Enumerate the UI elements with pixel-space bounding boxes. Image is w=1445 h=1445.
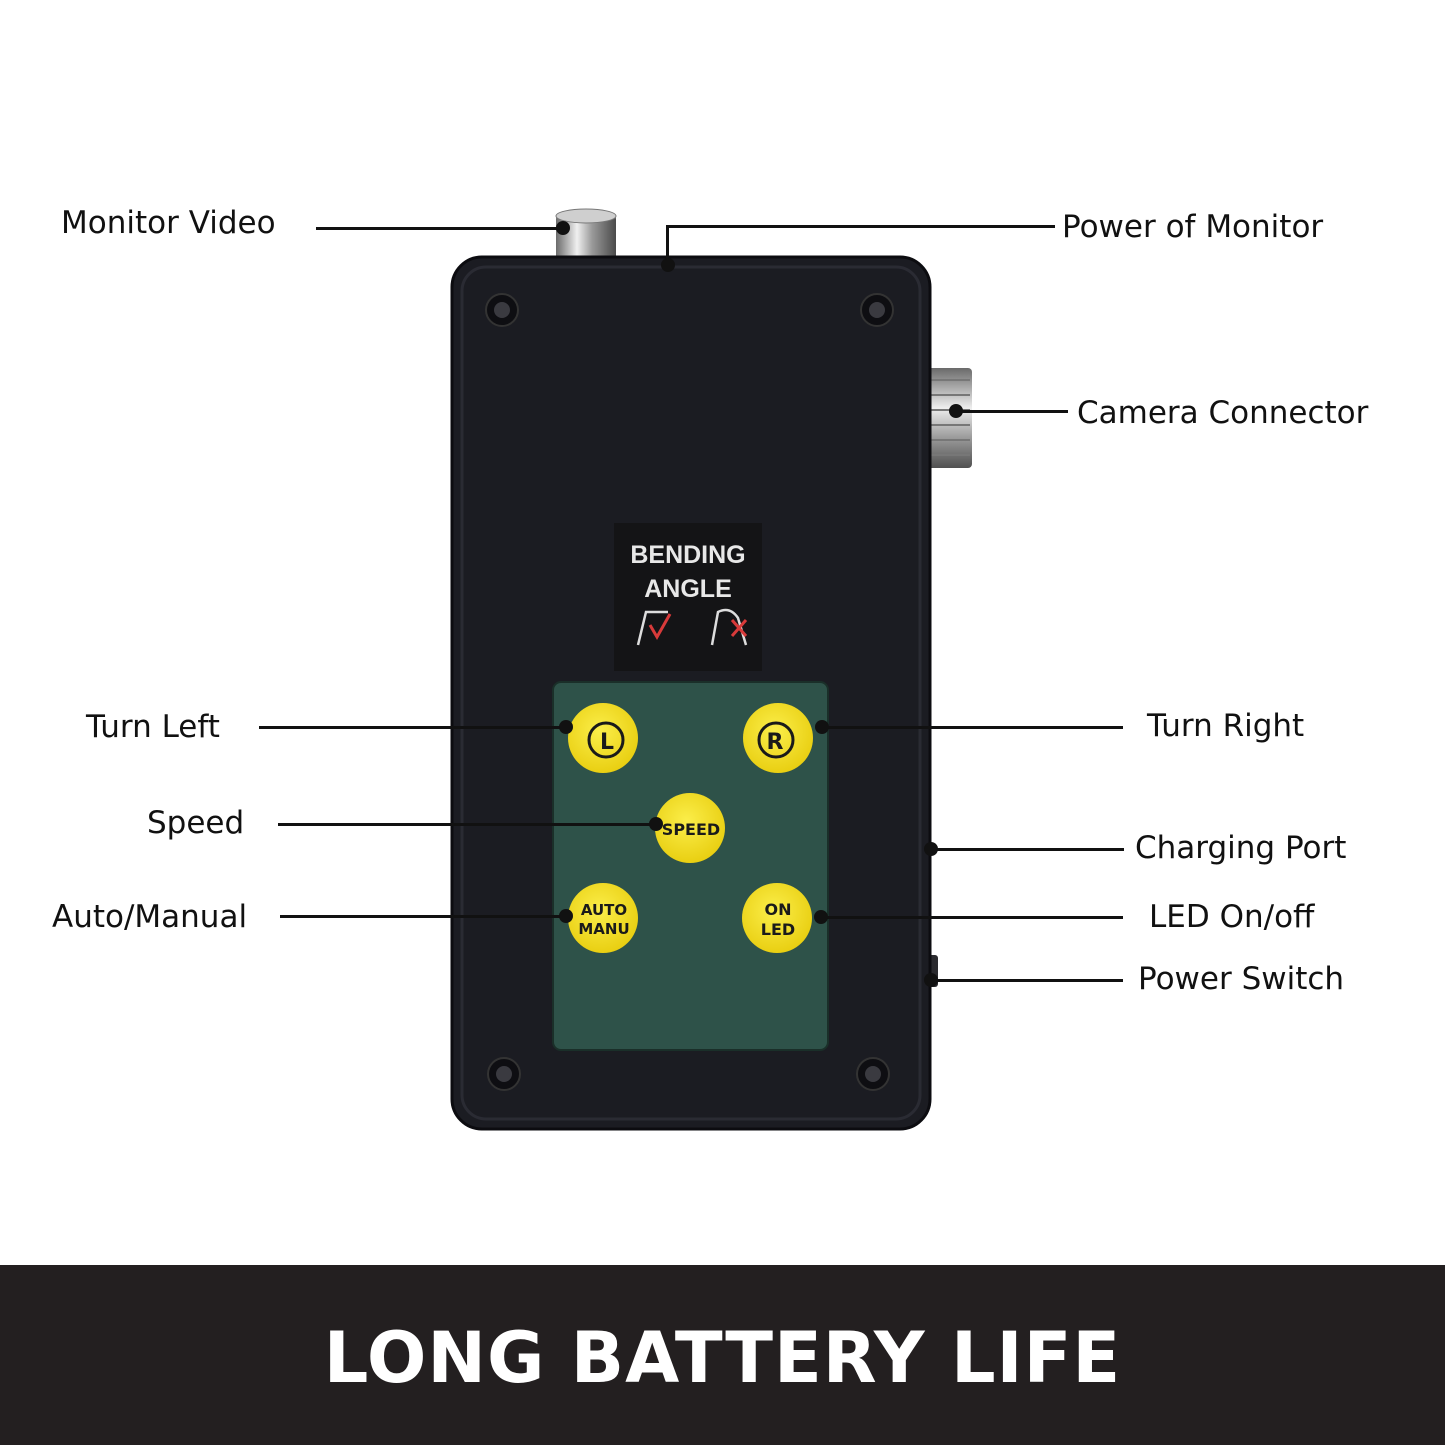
pointer-dot [559,909,573,923]
auto-label: AUTO [581,901,627,919]
label-turn-right: Turn Right [1147,708,1305,744]
label-auto-manual: Auto/Manual [52,899,248,935]
label-monitor-video: Monitor Video [61,205,276,241]
correct-bend-icon [636,610,672,646]
pointer-dot [924,973,938,987]
keypad-panel [552,681,829,1051]
pointer-dot [815,720,829,734]
auto-manual-button[interactable]: AUTO MANU [568,883,638,953]
camera-connector [922,368,972,468]
pointer-dot [559,720,573,734]
leader-led-on-off [822,916,1123,919]
screw-icon [487,1057,521,1091]
pointer-dot [949,404,963,418]
label-power-switch: Power Switch [1138,961,1345,997]
turn-left-button[interactable]: L [568,703,638,773]
leader-charging-port [931,848,1124,851]
label-camera-connector: Camera Connector [1077,395,1369,431]
label-speed: Speed [147,805,245,841]
on-label: ON [765,900,792,919]
screw-icon [485,293,519,327]
leader-monitor-video [316,227,561,230]
monitor-video-connector [555,208,617,265]
label-charging-port: Charging Port [1135,830,1347,866]
speed-button[interactable]: SPEED [655,793,725,863]
turn-left-label: L [600,730,614,755]
remote-control-device: BENDING ANGLE L R SPEED AUTO MANU ON LED [450,208,972,1131]
speed-label: SPEED [662,820,720,839]
pointer-dot [649,817,663,831]
label-led-on-off: LED On/off [1149,899,1315,935]
led-on-off-button[interactable]: ON LED [742,883,812,953]
leader-camera-connector [955,410,1068,413]
leader-power-of-monitor [666,225,1055,228]
leader-turn-left [259,726,566,729]
leader-power-switch [932,979,1123,982]
wrong-bend-icon [710,608,748,646]
screw-icon [856,1057,890,1091]
turn-right-label: R [767,730,784,755]
screw-icon [860,293,894,327]
pointer-dot [556,221,570,235]
sticker-line2: ANGLE [644,575,732,603]
leader-speed [278,823,656,826]
label-turn-left: Turn Left [86,709,220,745]
sticker-line1: BENDING [630,541,745,569]
led-label: LED [761,920,795,939]
label-power-of-monitor: Power of Monitor [1062,209,1324,245]
leader-auto-manual [280,915,566,918]
turn-right-button[interactable]: R [743,703,813,773]
banner-title: LONG BATTERY LIFE [323,1317,1122,1399]
footer-banner: LONG BATTERY LIFE [0,1265,1445,1445]
bending-angle-sticker: BENDING ANGLE [614,523,762,671]
pointer-dot [924,842,938,856]
leader-turn-right [822,726,1123,729]
pointer-dot [814,910,828,924]
manu-label: MANU [578,920,629,938]
pointer-dot [661,258,675,272]
leader-power-of-monitor-vertical [666,225,669,263]
